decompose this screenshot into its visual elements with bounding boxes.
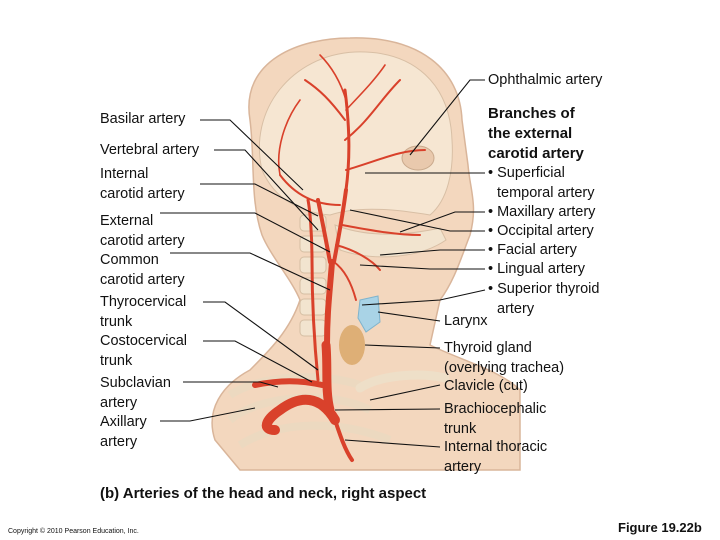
label-superficial-temporal-artery: • Superficial temporal artery	[488, 165, 595, 201]
thyroid-gland	[339, 325, 365, 365]
label-brachiocephalic-trunk: Brachiocephalic trunk	[444, 401, 547, 437]
clavicle-bone	[355, 370, 450, 393]
common-carotid-vessel	[324, 259, 335, 348]
label-superior-thyroid-artery: • Superior thyroid artery	[488, 281, 600, 317]
label-costocervical-trunk: Costocervical trunk	[100, 333, 188, 369]
leader-lines	[160, 79, 486, 448]
heading-branches-external-carotid: Branches of the external carotid artery	[488, 105, 584, 162]
label-external-carotid-artery: External carotid artery	[100, 213, 185, 249]
subclavian-artery-vessel	[252, 378, 325, 388]
vertebral-vessel	[306, 198, 320, 382]
label-occipital-artery: • Occipital artery	[488, 223, 594, 239]
label-lingual-artery: • Lingual artery	[488, 261, 585, 277]
superficial-temporal-vessel	[343, 88, 351, 192]
label-axillary-artery: Axillary artery	[100, 414, 147, 450]
label-internal-thoracic-artery: Internal thoracic artery	[444, 439, 548, 475]
mandible	[334, 224, 447, 258]
brachiocephalic-trunk-vessel	[321, 340, 335, 415]
internal-carotid-vessel	[316, 198, 332, 264]
external-carotid-vessel	[332, 188, 348, 264]
label-thyrocervical-trunk: Thyrocervical trunk	[100, 294, 187, 330]
copyright-notice: Copyright © 2010 Pearson Education, Inc.	[8, 528, 139, 535]
label-thyroid-gland: Thyroid gland (overlying trachea)	[444, 340, 565, 376]
label-maxillary-artery: • Maxillary artery	[488, 204, 596, 220]
label-facial-artery: • Facial artery	[488, 242, 577, 258]
figure-caption: (b) Arteries of the head and neck, right…	[100, 485, 427, 502]
figure-number: Figure 19.22b	[618, 520, 702, 535]
internal-thoracic-vessel	[333, 418, 354, 462]
skull	[258, 51, 453, 216]
label-internal-carotid-artery: Internal carotid artery	[100, 166, 185, 202]
aortic-arch-vessel	[261, 394, 340, 435]
label-basilar-artery: Basilar artery	[100, 111, 186, 127]
label-vertebral-artery: Vertebral artery	[100, 142, 200, 158]
label-subclavian-artery: Subclavian artery	[100, 375, 171, 411]
arteries	[252, 54, 426, 462]
label-common-carotid-artery: Common carotid artery	[100, 252, 185, 288]
label-ophthalmic-artery: Ophthalmic artery	[488, 72, 603, 88]
label-clavicle: Clavicle (cut)	[444, 378, 528, 394]
label-larynx: Larynx	[444, 313, 488, 329]
